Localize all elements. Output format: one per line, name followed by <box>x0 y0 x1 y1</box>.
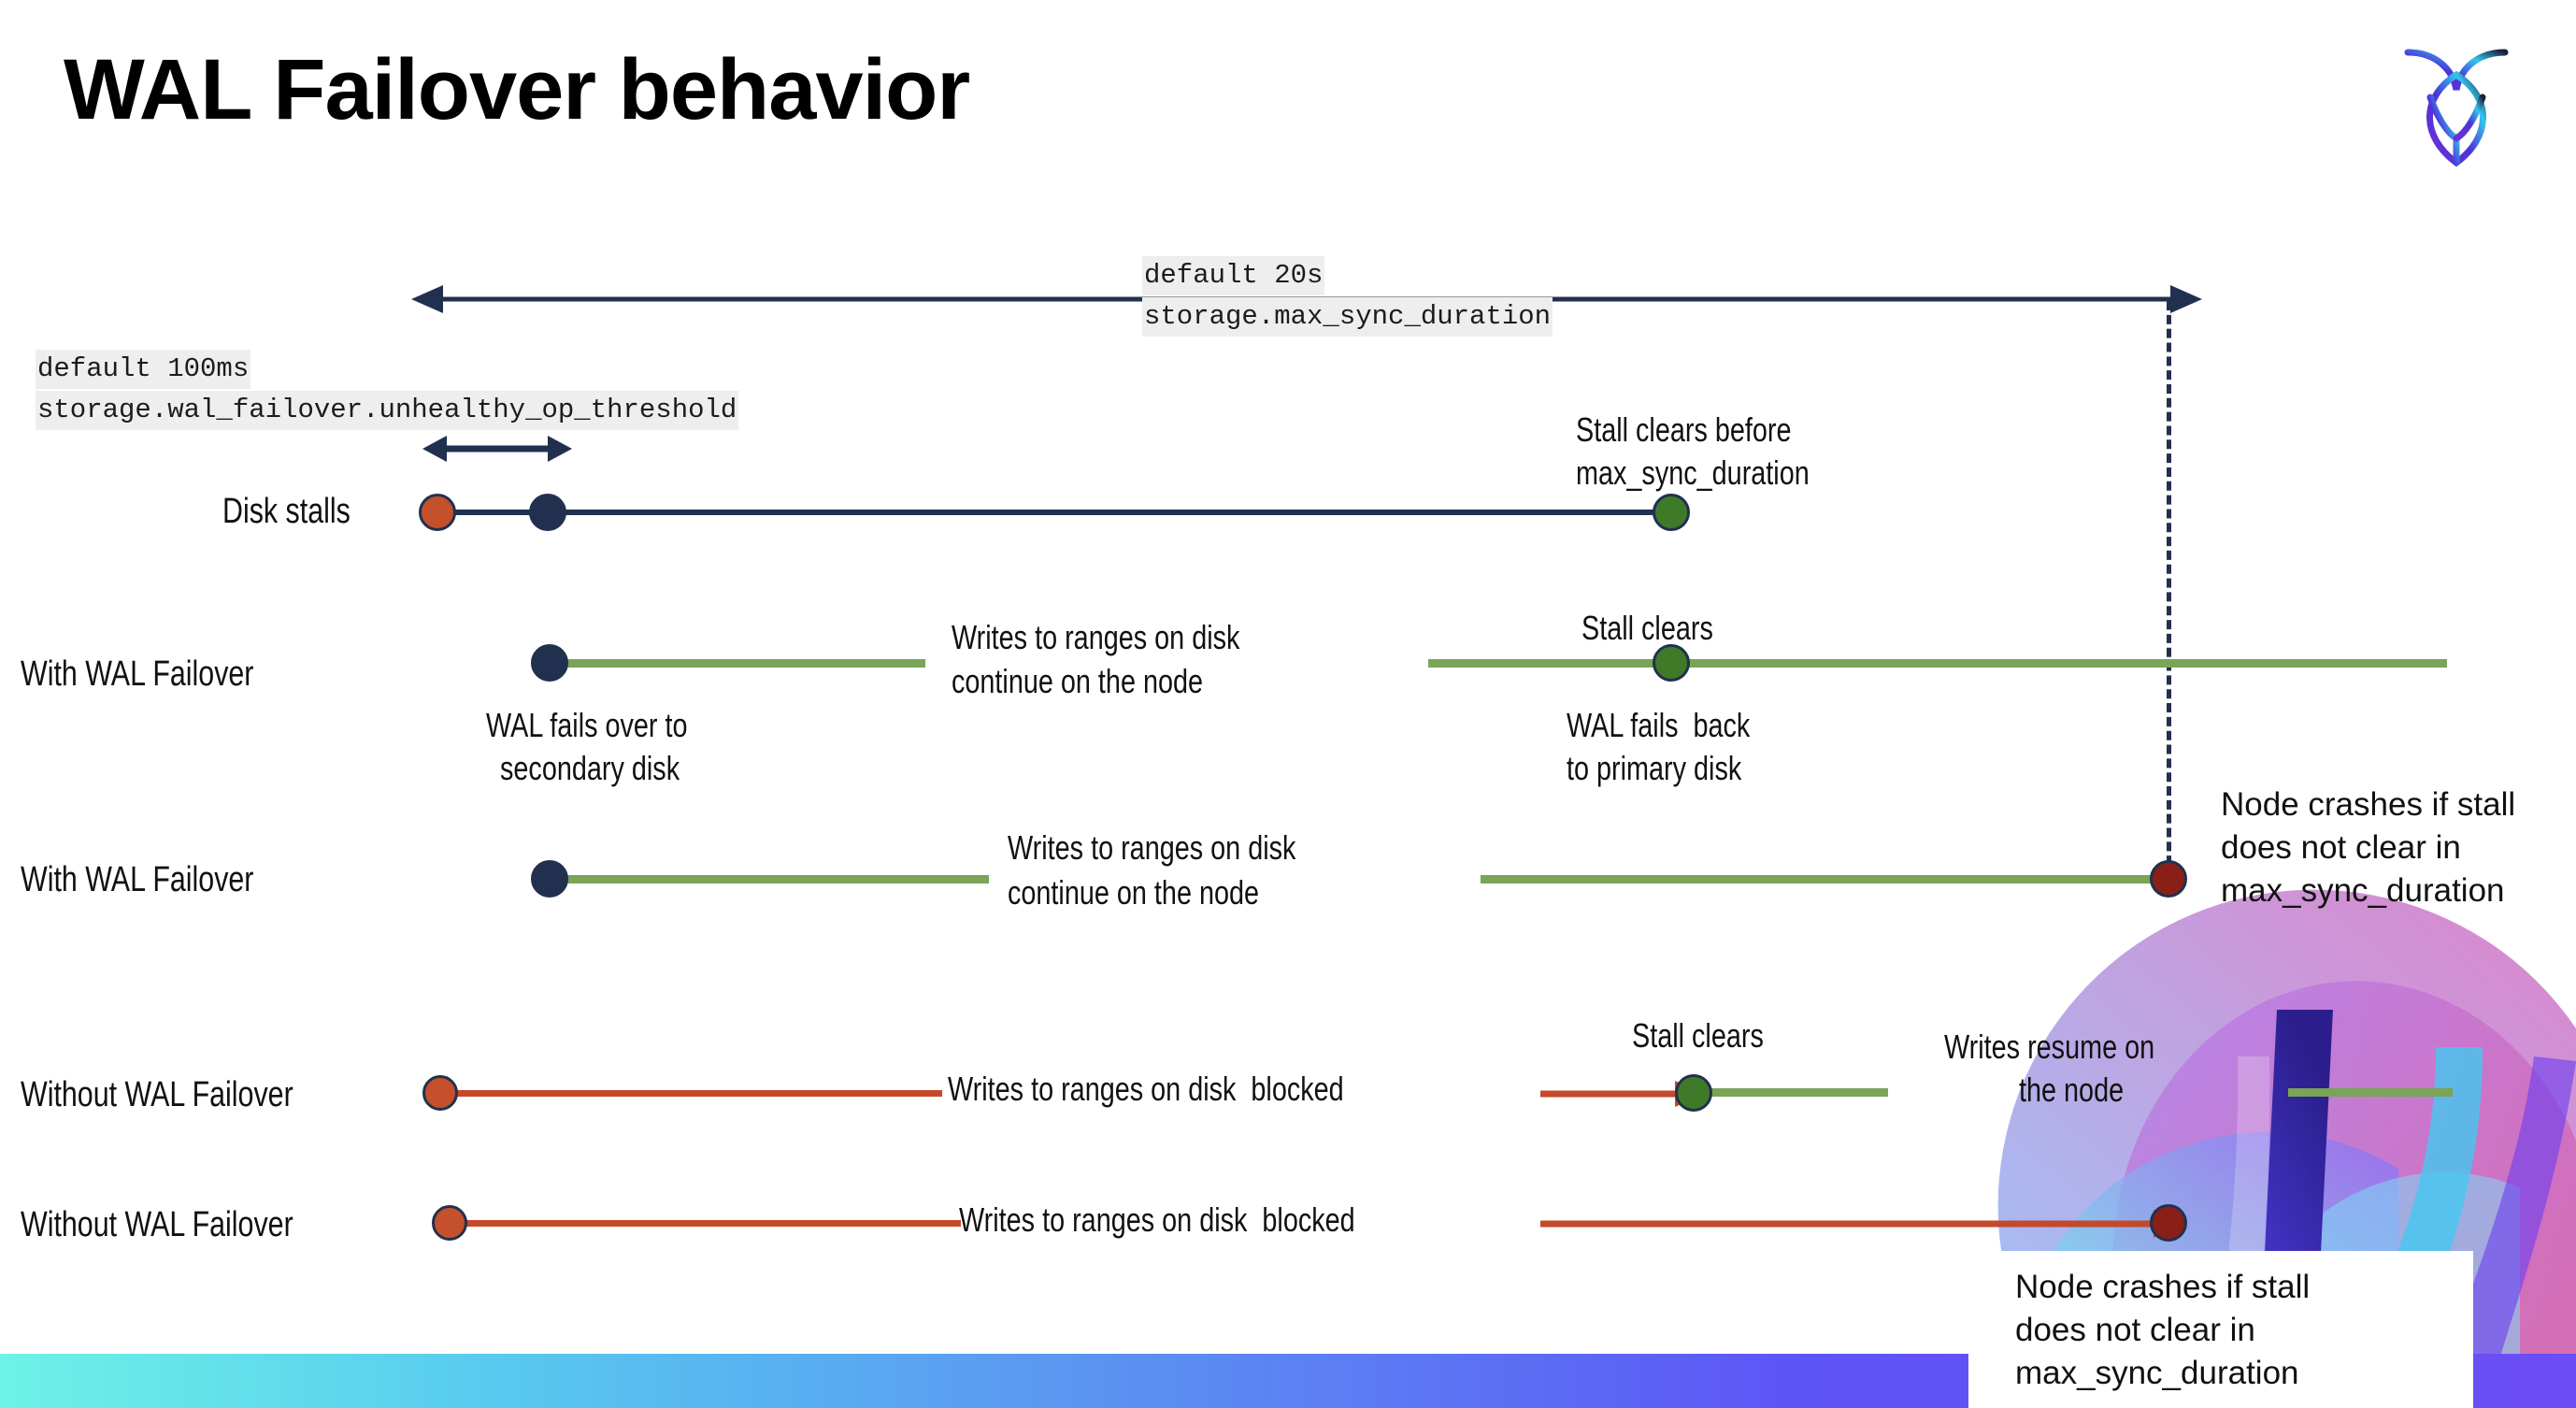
without-wal-failover-1-blocked-a <box>439 1090 942 1097</box>
note-writes-blocked-row5: Writes to ranges on disk blocked <box>959 1200 1355 1239</box>
with-wal-failover-1-failover-dot <box>531 644 568 682</box>
with-wal-failover-1-segment-b <box>1428 659 2447 668</box>
with-wal-failover-1-segment-a <box>544 659 925 668</box>
row-label-with-wal-failover-1: With WAL Failover <box>21 654 254 694</box>
disk-stall-detected-dot <box>529 494 566 531</box>
note-writes-continue-1b: continue on the node <box>952 662 1204 700</box>
note-node-crashes-row5-line2: does not clear in <box>2015 1312 2255 1348</box>
note-writes-resume-1: Writes resume on <box>1944 1027 2155 1066</box>
note-stall-clears-before-line2: max_sync_duration <box>1576 453 1810 492</box>
row-label-with-wal-failover-2: With WAL Failover <box>21 860 254 899</box>
note-node-crashes-row3-line2: does not clear in <box>2221 829 2461 866</box>
without-wal-failover-1-stall-clears-dot <box>1675 1074 1712 1112</box>
row-label-without-wal-failover-1: Without WAL Failover <box>21 1075 293 1114</box>
without-wal-failover-2-blocked-a <box>451 1220 961 1227</box>
with-wal-failover-2-segment-b <box>1481 875 2172 884</box>
row-label-without-wal-failover-2: Without WAL Failover <box>21 1205 293 1244</box>
max-sync-setting-chip: storage.max_sync_duration <box>1142 297 1553 338</box>
without-wal-failover-2-stall-dot <box>432 1205 467 1241</box>
note-wal-fails-over-1: WAL fails over to <box>486 706 688 744</box>
note-writes-continue-2b: continue on the node <box>1008 873 1260 912</box>
without-wal-failover-2-blocked-b <box>1540 1210 2185 1238</box>
note-stall-clears-row2: Stall clears <box>1581 609 1713 647</box>
note-stall-clears-before-line1: Stall clears before <box>1576 410 1792 449</box>
unhealthy-setting-chip: storage.wal_failover.unhealthy_op_thresh… <box>36 391 739 431</box>
without-wal-failover-2-crash-dot <box>2150 1204 2187 1242</box>
row-label-disk-stalls: Disk stalls <box>222 492 351 531</box>
with-wal-failover-2-segment-a <box>544 875 989 884</box>
note-wal-fails-over-2: secondary disk <box>500 749 680 787</box>
note-wal-fails-back-2: to primary disk <box>1567 749 1742 787</box>
with-wal-failover-2-failover-dot <box>531 860 568 898</box>
without-wal-failover-1-resume-b <box>2288 1088 2453 1097</box>
unhealthy-default-chip: default 100ms <box>36 350 251 390</box>
without-wal-failover-1-stall-dot <box>422 1075 458 1111</box>
max-sync-default-chip: default 20s <box>1142 256 1325 296</box>
note-node-crashes-row3-line1: Node crashes if stall <box>2221 786 2516 823</box>
note-wal-fails-back-1: WAL fails back <box>1567 706 1751 744</box>
note-node-crashes-row5-line1: Node crashes if stall <box>2015 1269 2311 1305</box>
note-node-crashes-row3-line3: max_sync_duration <box>2221 872 2505 909</box>
note-stall-clears-row4: Stall clears <box>1632 1016 1764 1055</box>
note-writes-continue-2a: Writes to ranges on disk <box>1008 828 1296 867</box>
cockroachdb-logo <box>2372 21 2540 176</box>
note-writes-resume-2: the node <box>2019 1070 2125 1109</box>
note-writes-blocked-row4: Writes to ranges on disk blocked <box>948 1070 1344 1108</box>
without-wal-failover-1-resume-a <box>1701 1088 1888 1097</box>
unhealthy-op-threshold-arrow <box>422 436 572 462</box>
disk-stall-clears-dot <box>1653 494 1690 531</box>
max-sync-deadline-guide <box>2167 301 2171 879</box>
with-wal-failover-2-crash-dot <box>2150 860 2187 898</box>
note-writes-continue-1a: Writes to ranges on disk <box>952 618 1240 656</box>
node-crash-callout-box <box>1968 1251 2473 1408</box>
with-wal-failover-1-stall-clears-dot <box>1653 644 1690 682</box>
disk-stall-timeline <box>437 510 1673 515</box>
page-title: WAL Failover behavior <box>64 42 970 137</box>
disk-stall-start-dot <box>419 494 456 531</box>
note-node-crashes-row5-line3: max_sync_duration <box>2015 1355 2299 1391</box>
